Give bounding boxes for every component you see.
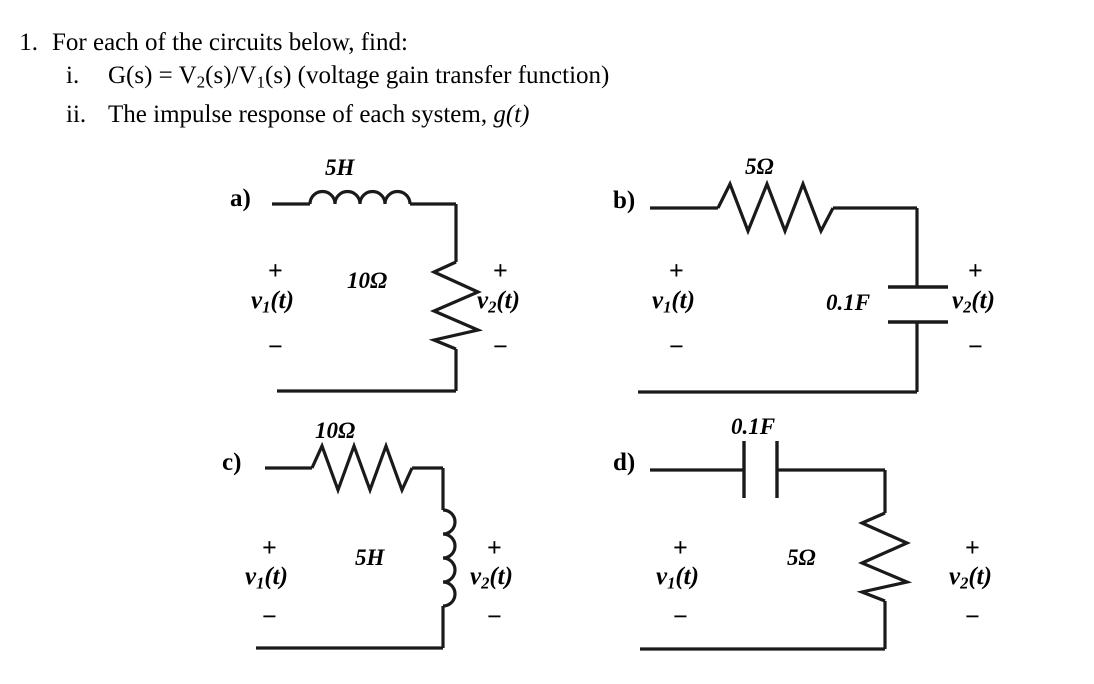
circuit-d-input-voltage-label: v1(t) (656, 563, 699, 594)
circuit-b-drawing (638, 179, 948, 394)
circuit-a-part-label: a) (230, 185, 251, 212)
circuit-b-output-v: v (952, 287, 964, 314)
circuit-d-input-plus-sign: + (673, 533, 688, 562)
circuit-d-output-sub: 2 (960, 573, 969, 593)
subpart-i-post: (s) (voltage gain transfer function) (265, 62, 610, 89)
subpart-ii-gt: g(t) (493, 101, 530, 129)
problem-subpart-i: i. G(s) = V2(s)/V1(s) (voltage gain tran… (0, 59, 1094, 98)
circuit-b-output-sub: 2 (963, 297, 972, 317)
circuit-a-output-suffix: (t) (496, 287, 520, 314)
circuit-b-output-suffix: (t) (971, 287, 995, 314)
circuit-b-output-minus-sign: − (968, 332, 983, 361)
problem-statement: 1. For each of the circuits below, find:… (0, 26, 1094, 131)
problem-prompt-text: For each of the circuits below, find: (52, 29, 408, 56)
subpart-i-mid: (s)/V (205, 62, 257, 89)
subpart-marker-ii: ii. (66, 101, 87, 129)
circuit-d-output-v: v (949, 563, 961, 590)
circuit-c-output-plus-sign: + (487, 533, 502, 562)
circuit-b-resistor-zigzag (716, 179, 835, 236)
circuit-a-inductor-coils (308, 189, 412, 205)
circuit-a-input-sub: 1 (262, 297, 271, 317)
circuit-d-input-suffix: (t) (675, 563, 699, 590)
circuit-b-output-voltage-label: v2(t) (952, 287, 995, 318)
circuit-a-output-minus-sign: − (493, 332, 508, 361)
circuit-a-output-voltage-label: v2(t) (477, 287, 520, 318)
circuit-c-output-sub: 2 (481, 573, 490, 593)
circuit-d-output-suffix: (t) (968, 563, 992, 590)
circuit-a-input-minus-sign: − (268, 332, 283, 361)
circuit-b-input-voltage-label: v1(t) (652, 287, 695, 318)
circuit-d-output-minus-sign: − (965, 602, 980, 631)
problem-number: 1. (19, 29, 38, 56)
circuit-a-shunt-value-label: 10Ω (347, 268, 388, 293)
circuit-c-input-plus-sign: + (262, 533, 277, 562)
circuit-a-input-plus-sign: + (268, 256, 283, 285)
subpart-text-i: G(s) = V2(s)/V1(s) (voltage gain transfe… (108, 59, 609, 98)
circuit-d-output-plus-sign: + (965, 533, 980, 562)
circuit-b-output-plus-sign: + (968, 256, 983, 285)
circuit-b-input-minus-sign: − (669, 332, 684, 361)
circuit-c-input-sub: 1 (256, 573, 265, 593)
circuit-b-series-value-label: 5Ω (745, 154, 774, 179)
circuit-c-part-label: c) (222, 449, 242, 476)
subpart-i-pre: G(s) = V (108, 62, 197, 89)
subpart-marker-i: i. (66, 62, 80, 89)
circuit-a-resistor-zigzag (428, 260, 484, 351)
circuit-a-input-voltage-label: v1(t) (251, 287, 294, 318)
circuit-d-input-v: v (656, 563, 668, 590)
circuit-b-input-sub: 1 (663, 297, 672, 317)
circuit-c-input-v: v (245, 563, 257, 590)
circuit-b-input-plus-sign: + (669, 256, 684, 285)
circuit-a-output-sub: 2 (488, 297, 497, 317)
circuit-d-output-voltage-label: v2(t) (949, 563, 992, 594)
circuit-b-input-suffix: (t) (671, 287, 695, 314)
subpart-ii-pre: The impulse response of each system, (108, 101, 494, 129)
circuit-c-input-voltage-label: v1(t) (245, 563, 288, 594)
circuit-d-shunt-value-label: 5Ω (787, 545, 816, 570)
circuit-c-shunt-value-label: 5H (355, 545, 385, 570)
subpart-text-ii: The impulse response of each system, g(t… (108, 98, 529, 131)
circuit-a-series-value-label: 5H (325, 155, 355, 180)
circuit-d-drawing (640, 441, 913, 651)
circuit-d-resistor-zigzag (856, 511, 913, 603)
circuit-d-series-value-label: 0.1F (731, 414, 776, 439)
circuit-b-shunt-value-label: 0.1F (826, 290, 871, 315)
circuit-a-input-v: v (251, 287, 263, 314)
circuit-a-input-suffix: (t) (270, 287, 294, 314)
subpart-i-sub-2: 2 (196, 72, 206, 92)
circuit-c-output-voltage-label: v2(t) (470, 563, 513, 594)
circuit-d-input-sub: 1 (667, 573, 676, 593)
circuit-c-output-suffix: (t) (489, 563, 513, 590)
circuit-d-input-minus-sign: − (673, 602, 688, 631)
circuit-d-part-label: d) (613, 449, 636, 476)
problem-prompt-line: 1. For each of the circuits below, find: (0, 26, 1094, 59)
circuit-c-input-minus-sign: − (262, 602, 277, 631)
circuit-c-output-minus-sign: − (487, 602, 502, 631)
circuit-b-input-v: v (652, 287, 664, 314)
subpart-i-sub-1: 1 (256, 72, 266, 92)
circuit-a-output-v: v (477, 287, 489, 314)
circuit-a-output-plus-sign: + (493, 256, 508, 285)
circuit-c-series-value-label: 10Ω (315, 418, 356, 443)
circuit-c-resistor-zigzag (310, 441, 414, 495)
circuit-a-drawing (272, 189, 484, 393)
circuit-b-part-label: b) (613, 187, 636, 214)
problem-subpart-ii: ii. The impulse response of each system,… (0, 98, 1094, 131)
circuit-c-output-v: v (470, 563, 482, 590)
circuit-c-inductor-coils (442, 508, 457, 608)
circuit-c-input-suffix: (t) (264, 563, 288, 590)
circuit-c-drawing (256, 441, 457, 650)
